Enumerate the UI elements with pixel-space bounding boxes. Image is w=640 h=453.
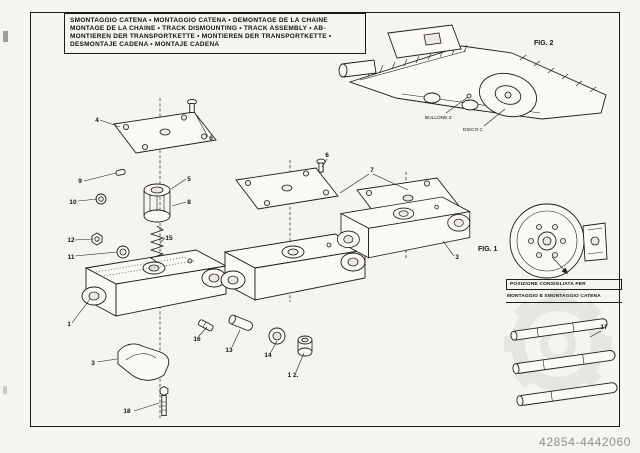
bushing-part-2: [297, 335, 313, 357]
callout-number: 12: [67, 237, 75, 244]
title-line: MONTIEREN DER TRANSPORTKETTE • MONTIEREN…: [70, 33, 332, 40]
tensioner-body-right: [336, 196, 471, 259]
callout-number: 6: [325, 152, 329, 159]
fig2-label: FIG. 2: [534, 40, 554, 47]
page-border-frame: [30, 12, 620, 427]
bolt-part-18: [159, 385, 169, 416]
plug-part-10: [95, 193, 107, 205]
idler-wheel: [479, 72, 537, 118]
washer-part-14: [268, 327, 286, 345]
washer-part-11: [116, 245, 130, 259]
fig1-wheel-drawing: FIG. 1: [478, 203, 608, 279]
setscrew-part-16: [198, 319, 214, 332]
callout-number: 13: [225, 347, 233, 354]
direction-arrow: [551, 256, 568, 274]
spring-part-15: [149, 225, 165, 263]
road-wheel: [461, 99, 479, 111]
callout-number: 14: [264, 352, 272, 359]
callout-number: 16: [193, 336, 201, 343]
pin-part-9: [115, 168, 126, 176]
cover-plate-left: [113, 111, 217, 154]
screw-part-6-left: [187, 99, 197, 113]
callout-number: 1: [67, 321, 71, 328]
screw-part-6-middle: [316, 158, 326, 173]
pin-set: [510, 318, 618, 407]
callout-number: 10: [69, 199, 77, 206]
note-text: MONTAGGIO E SMONTAGGIO CATENA: [507, 294, 601, 299]
fig1-label: FIG. 1: [478, 246, 498, 253]
title-line: MONTAGE DE LA CHAINE • TRACK DISMOUNTING…: [70, 25, 326, 32]
callout-number: 5: [187, 176, 191, 183]
title-line: DESMONTAJE CADENA • MONTAJE CADENA: [70, 41, 220, 48]
cylinder-part-5-8: [143, 183, 171, 223]
title-block: SMONTAGGIO CATENA • MONTAGGIO CATENA • D…: [64, 13, 366, 54]
callout-number: 4: [95, 117, 99, 124]
note-underline: [506, 302, 622, 303]
pin: [512, 350, 616, 375]
callout-number: 15: [165, 235, 173, 242]
fig2-track-drawing: BULLONE Z DISCO C FIG. 2: [338, 24, 607, 133]
nut-part-12: [91, 232, 103, 246]
disco-c-label: DISCO C: [463, 127, 484, 133]
pin: [516, 382, 618, 407]
pin-part-13: [228, 314, 253, 331]
callout-number: 6: [209, 135, 213, 142]
wheel-bracket: [582, 222, 608, 262]
exploded-view: 4 6 9 10 5 8 12 11 15 1 3 16 13 14 1 2. …: [67, 98, 608, 418]
cylinder-housing: [387, 24, 462, 59]
axle-tube: [338, 59, 377, 78]
callout-leader-lines: [71, 112, 602, 412]
callout-number: 1 2.: [288, 372, 299, 379]
pin: [510, 318, 608, 341]
cover-plate-middle: [235, 167, 339, 210]
fig1-note-box: POSIZIONE CONSIGLIATA PER MONTAGGIO E SM…: [506, 279, 622, 303]
callout-number: 18: [123, 408, 131, 415]
callout-number: 17: [600, 324, 608, 331]
road-wheel: [423, 92, 441, 104]
bullone-z-label: BULLONE Z: [425, 115, 452, 121]
scan-artifact: [3, 386, 7, 394]
callout-number: 11: [68, 254, 75, 261]
scan-artifact: [3, 31, 8, 42]
title-line: SMONTAGGIO CATENA • MONTAGGIO CATENA • D…: [70, 17, 328, 24]
callout-number: 9: [78, 178, 82, 185]
gear-watermark-icon: [504, 290, 612, 398]
callout-number: 7: [370, 167, 374, 174]
callout-number: 3: [455, 254, 459, 261]
callout-number: 3: [91, 360, 95, 367]
listing-number-watermark: 42854-4442060: [539, 435, 631, 449]
note-text: POSIZIONE CONSIGLIATA PER: [506, 279, 622, 290]
callout-number: 8: [187, 199, 191, 206]
bracket-part-3: [117, 343, 170, 381]
